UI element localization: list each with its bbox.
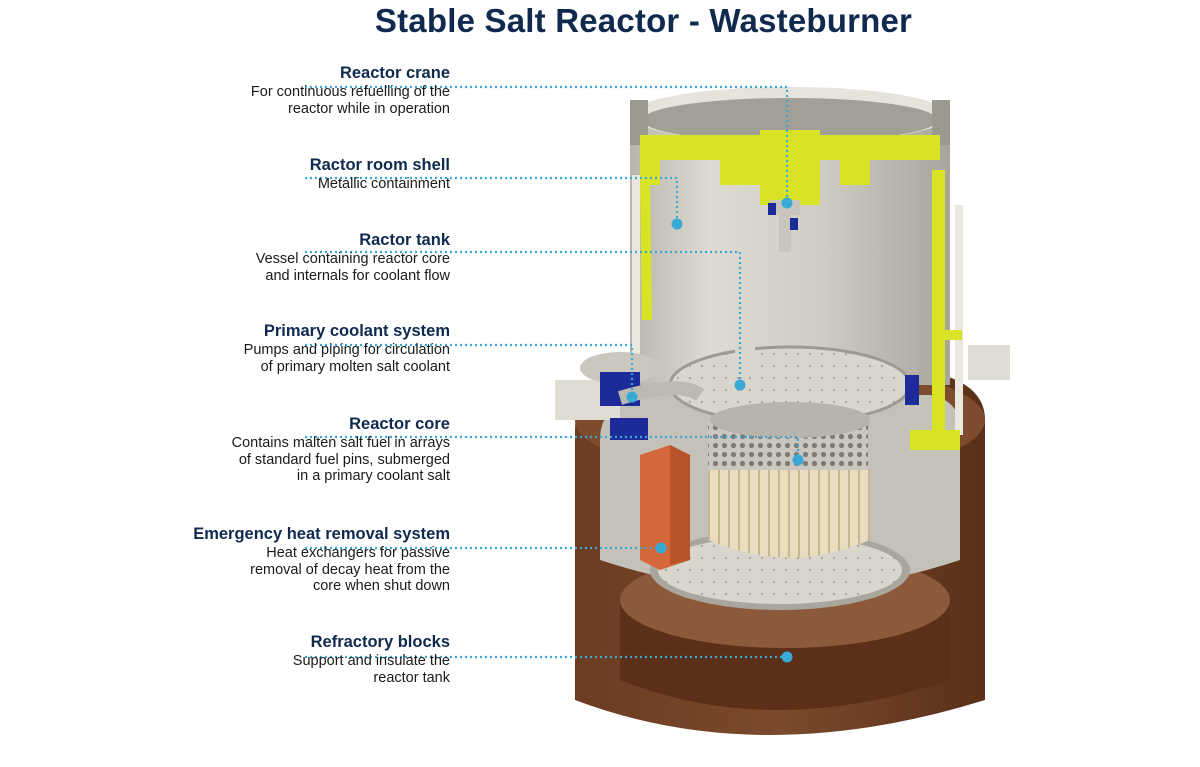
crane-marker	[781, 197, 793, 209]
callout-reactor-crane: Reactor crane For continuous refuelling …	[251, 64, 450, 117]
callout-description: Support and insulate the reactor tank	[292, 653, 450, 686]
refractory-marker	[781, 651, 793, 663]
heat-exchanger	[640, 445, 690, 570]
callout-title: Reactor core	[349, 415, 450, 433]
callout-description: Pumps and piping for circulation of prim…	[243, 342, 450, 375]
leader-lines	[305, 85, 800, 659]
primary-coolant-pump	[555, 345, 1010, 440]
heat-exchanger-marker	[655, 542, 667, 554]
callout-title: Primary coolant system	[263, 322, 450, 340]
callout-description: Contains malten salt fuel in arrays of s…	[231, 435, 450, 484]
reactor-crane	[640, 130, 962, 450]
marker-dots	[626, 197, 804, 663]
callout-description: For continuous refuelling of the reactor…	[250, 84, 450, 117]
callout-title: Refractory blocks	[310, 633, 450, 651]
reactor-core	[708, 402, 870, 558]
callout-description: Vessel containing reactor core and inter…	[255, 251, 450, 284]
core-marker	[792, 454, 804, 466]
callout-refractory-blocks: Refractory blocks Support and insulate t…	[293, 633, 450, 686]
callout-reactor-room-shell: Ractor room shell Metallic containment	[310, 156, 450, 193]
callout-primary-coolant-system: Primary coolant system Pumps and piping …	[244, 322, 450, 375]
pump-marker	[626, 391, 638, 403]
callout-title: Reactor crane	[339, 64, 450, 82]
shell-marker	[671, 218, 683, 230]
callout-title: Ractor tank	[359, 231, 450, 249]
page-title: Stable Salt Reactor - Wasteburner	[374, 2, 913, 39]
tank-marker	[734, 379, 746, 391]
callout-reactor-tank: Ractor tank Vessel containing reactor co…	[256, 231, 450, 284]
callout-reactor-core: Reactor core Contains malten salt fuel i…	[232, 415, 450, 485]
callout-title: Ractor room shell	[309, 156, 450, 174]
callout-description: Heat exchangers for passive removal of d…	[250, 545, 450, 594]
callout-title: Emergency heat removal system	[193, 525, 450, 543]
callout-emergency-heat-removal: Emergency heat removal system Heat excha…	[193, 525, 450, 595]
callout-description: Metallic containment	[317, 176, 450, 192]
